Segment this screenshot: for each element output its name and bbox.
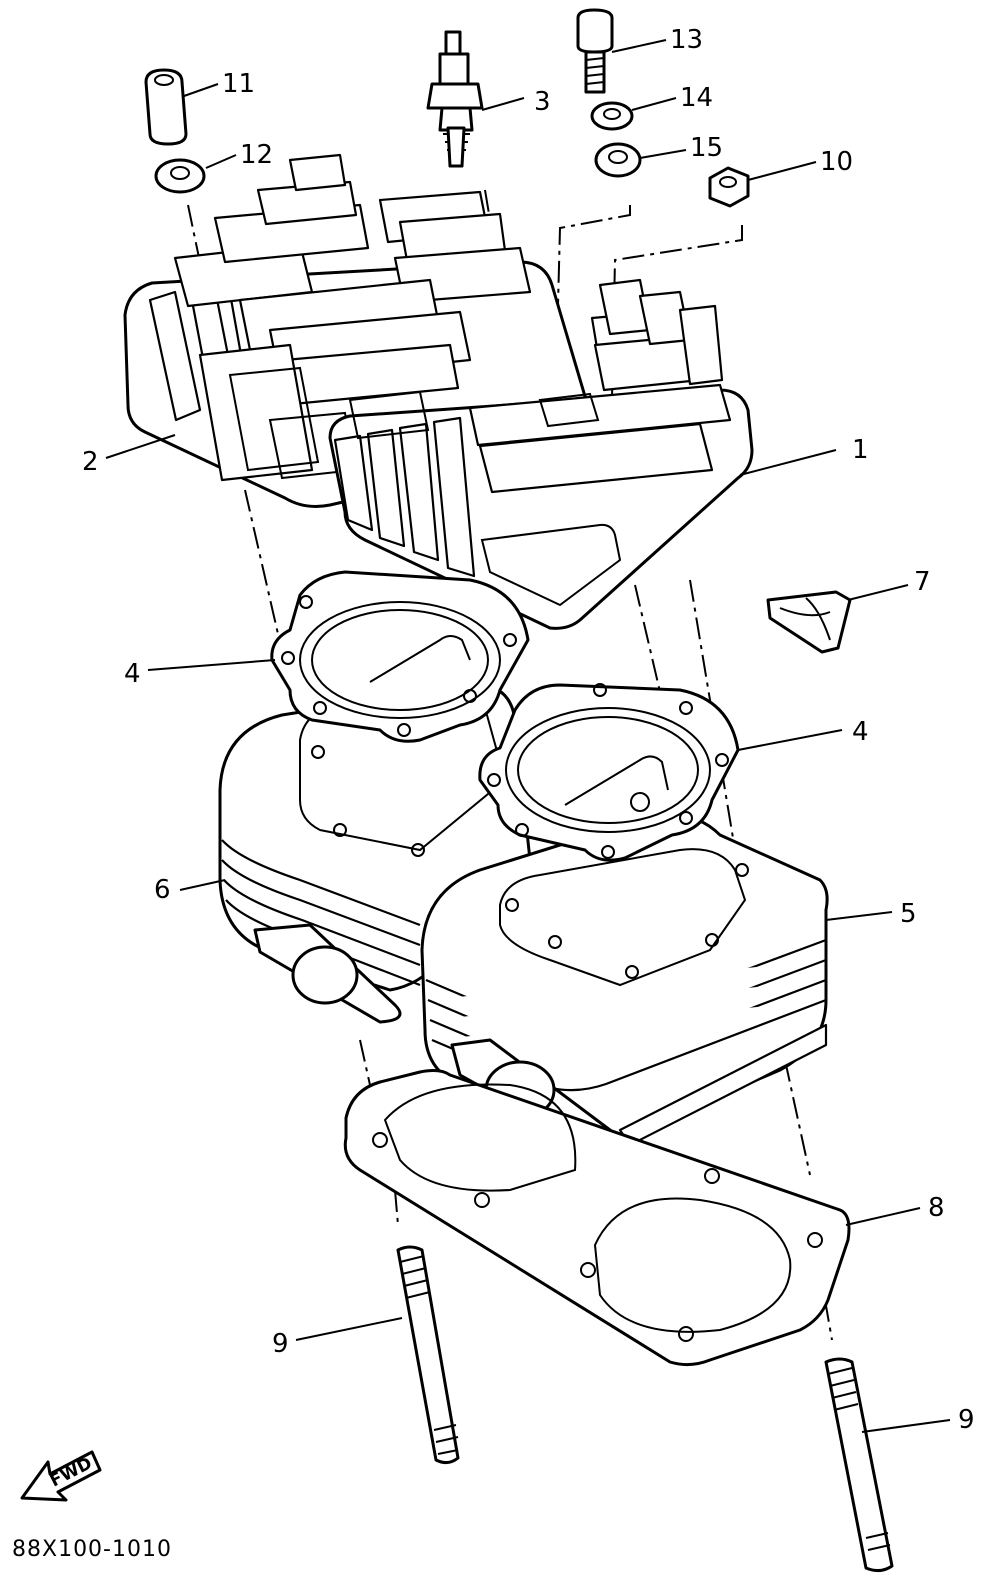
cylinder-right	[420, 813, 829, 1152]
callout-3: 3	[534, 87, 551, 117]
head-gasket-left	[270, 570, 530, 743]
callout-4-upper: 4	[124, 659, 141, 689]
forward-arrow-icon: FWD	[20, 1450, 102, 1502]
callout-7: 7	[914, 567, 931, 597]
collar	[144, 68, 188, 146]
bolt	[576, 8, 614, 94]
callout-14: 14	[680, 83, 713, 113]
callout-10: 10	[820, 147, 853, 177]
callout-9-left: 9	[272, 1329, 289, 1359]
callout-11: 11	[222, 69, 255, 99]
callout-9-right: 9	[958, 1405, 975, 1435]
spark-plug	[426, 30, 484, 168]
plain-washer	[594, 142, 642, 178]
nut	[708, 166, 750, 208]
callout-12: 12	[240, 140, 273, 170]
lock-washer	[590, 101, 634, 131]
callout-5: 5	[900, 899, 917, 929]
stud-bolt-right	[824, 1357, 894, 1573]
callout-15: 15	[690, 133, 723, 163]
collar-washer	[154, 158, 206, 194]
callout-2: 2	[82, 447, 99, 477]
callout-13: 13	[670, 25, 703, 55]
clip	[766, 590, 852, 654]
callout-4-right: 4	[852, 717, 869, 747]
callout-8: 8	[928, 1193, 945, 1223]
callout-1: 1	[852, 435, 869, 465]
diagram-code: 88X100-1010	[12, 1537, 172, 1562]
callout-6: 6	[154, 875, 171, 905]
base-gasket	[343, 1069, 851, 1367]
stud-bolt-left	[396, 1245, 460, 1465]
callout-labels: 1 2 3 4 4 5 6 7 8 9 9 10 11 12 13 14 15	[82, 25, 975, 1435]
cylinder-head-right	[328, 278, 754, 630]
leader-lines	[105, 39, 951, 1433]
